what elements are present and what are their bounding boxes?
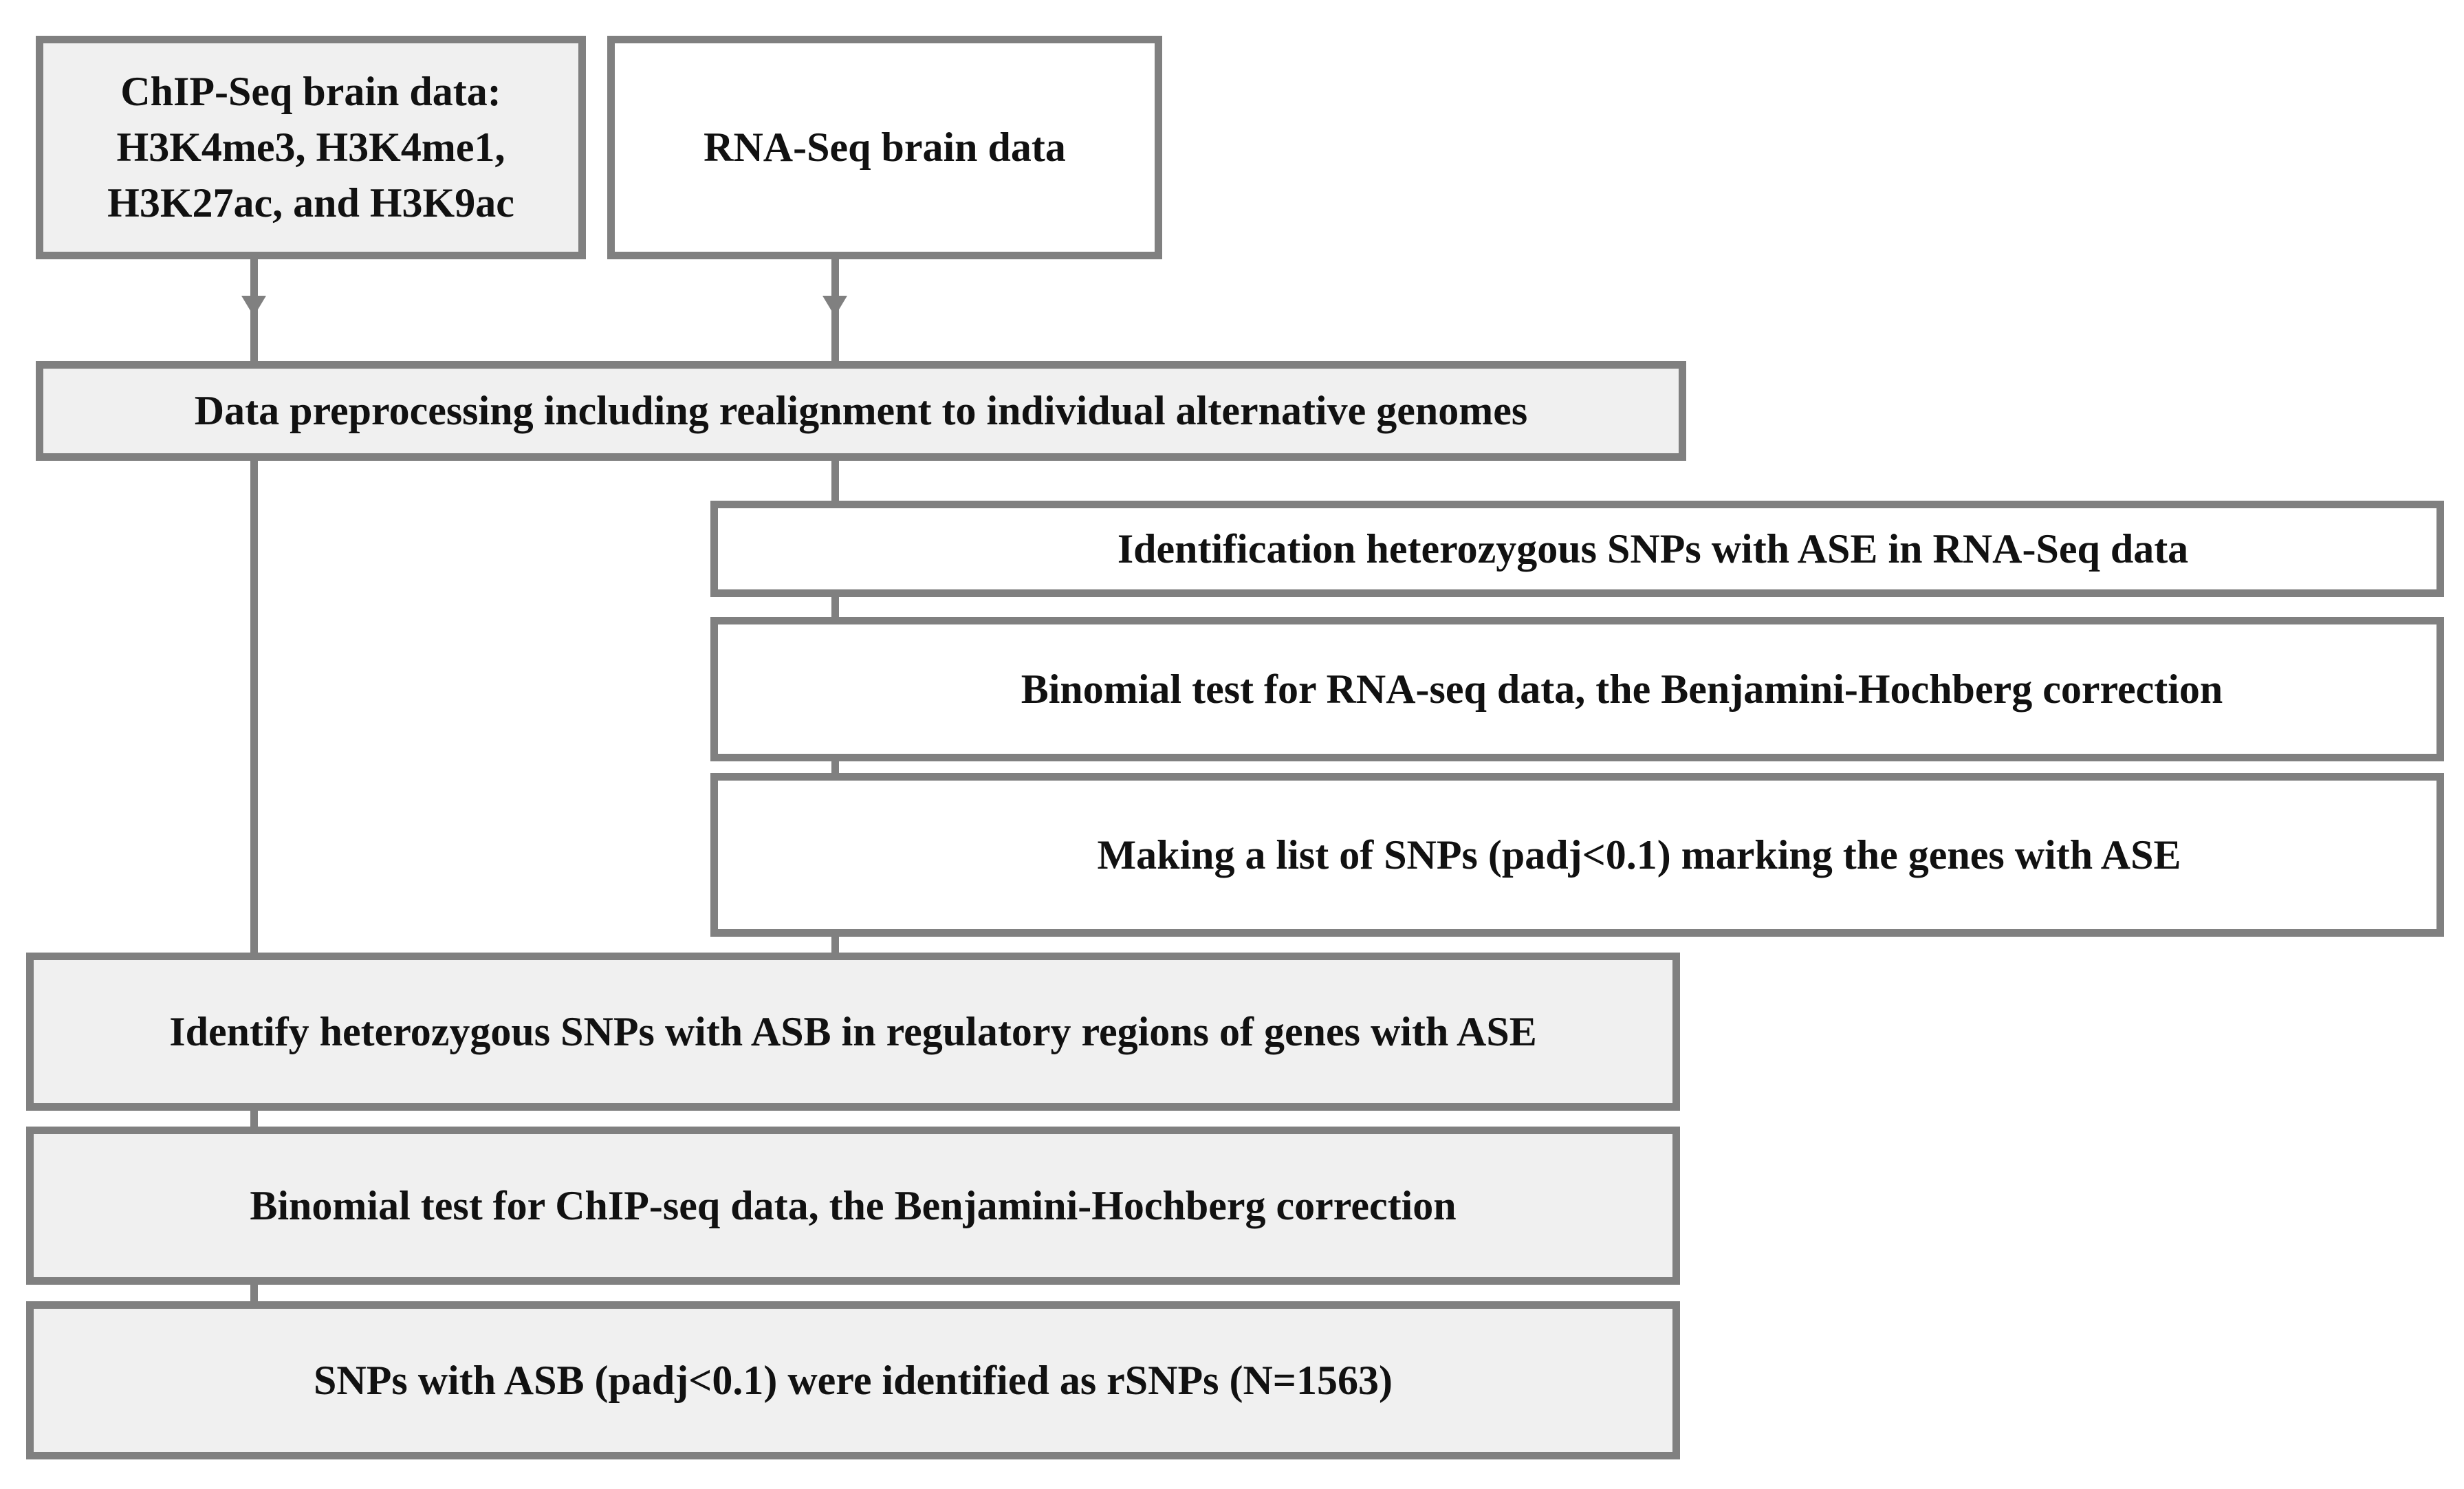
- arrowhead-chip: [241, 296, 266, 316]
- arrowhead-rna: [822, 296, 847, 316]
- identify-asb-label: Identify heterozygous SNPs with ASB in r…: [169, 1008, 1537, 1054]
- binomial-rna-box: Binomial test for RNA-seq data, the Benj…: [710, 617, 2444, 761]
- binomial-chip-box: Binomial test for ChIP-seq data, the Ben…: [26, 1127, 1680, 1285]
- identify-asb-box: Identify heterozygous SNPs with ASB in r…: [26, 953, 1680, 1111]
- chip-seq-label: ChIP-Seq brain data: H3K4me3, H3K4me1, H…: [107, 64, 514, 231]
- snp-list-label: Making a list of SNPs (padj<0.1) marking…: [1097, 832, 2181, 878]
- identify-ase-label: Identification heterozygous SNPs with AS…: [1117, 525, 2189, 572]
- chip-seq-data-box: ChIP-Seq brain data: H3K4me3, H3K4me1, H…: [36, 36, 586, 259]
- chip-seq-label-line2: H3K4me3, H3K4me1,: [116, 124, 505, 170]
- chip-seq-label-line3: H3K27ac, and H3K9ac: [107, 180, 514, 226]
- preprocessing-box: Data preprocessing including realignment…: [36, 361, 1686, 461]
- preprocessing-label: Data preprocessing including realignment…: [194, 388, 1528, 433]
- connector-left-main: [250, 457, 258, 1310]
- rna-seq-data-box: RNA-Seq brain data: [607, 36, 1162, 259]
- rsnps-result-label: SNPs with ASB (padj<0.1) were identified…: [314, 1357, 1393, 1403]
- rna-seq-label: RNA-Seq brain data: [704, 124, 1066, 170]
- identify-ase-box: Identification heterozygous SNPs with AS…: [710, 501, 2444, 597]
- binomial-rna-label: Binomial test for RNA-seq data, the Benj…: [1021, 666, 2223, 712]
- snp-list-box: Making a list of SNPs (padj<0.1) marking…: [710, 773, 2444, 937]
- binomial-chip-label: Binomial test for ChIP-seq data, the Ben…: [250, 1182, 1457, 1228]
- rsnps-result-box: SNPs with ASB (padj<0.1) were identified…: [26, 1301, 1680, 1459]
- chip-seq-label-line1: ChIP-Seq brain data:: [120, 69, 501, 114]
